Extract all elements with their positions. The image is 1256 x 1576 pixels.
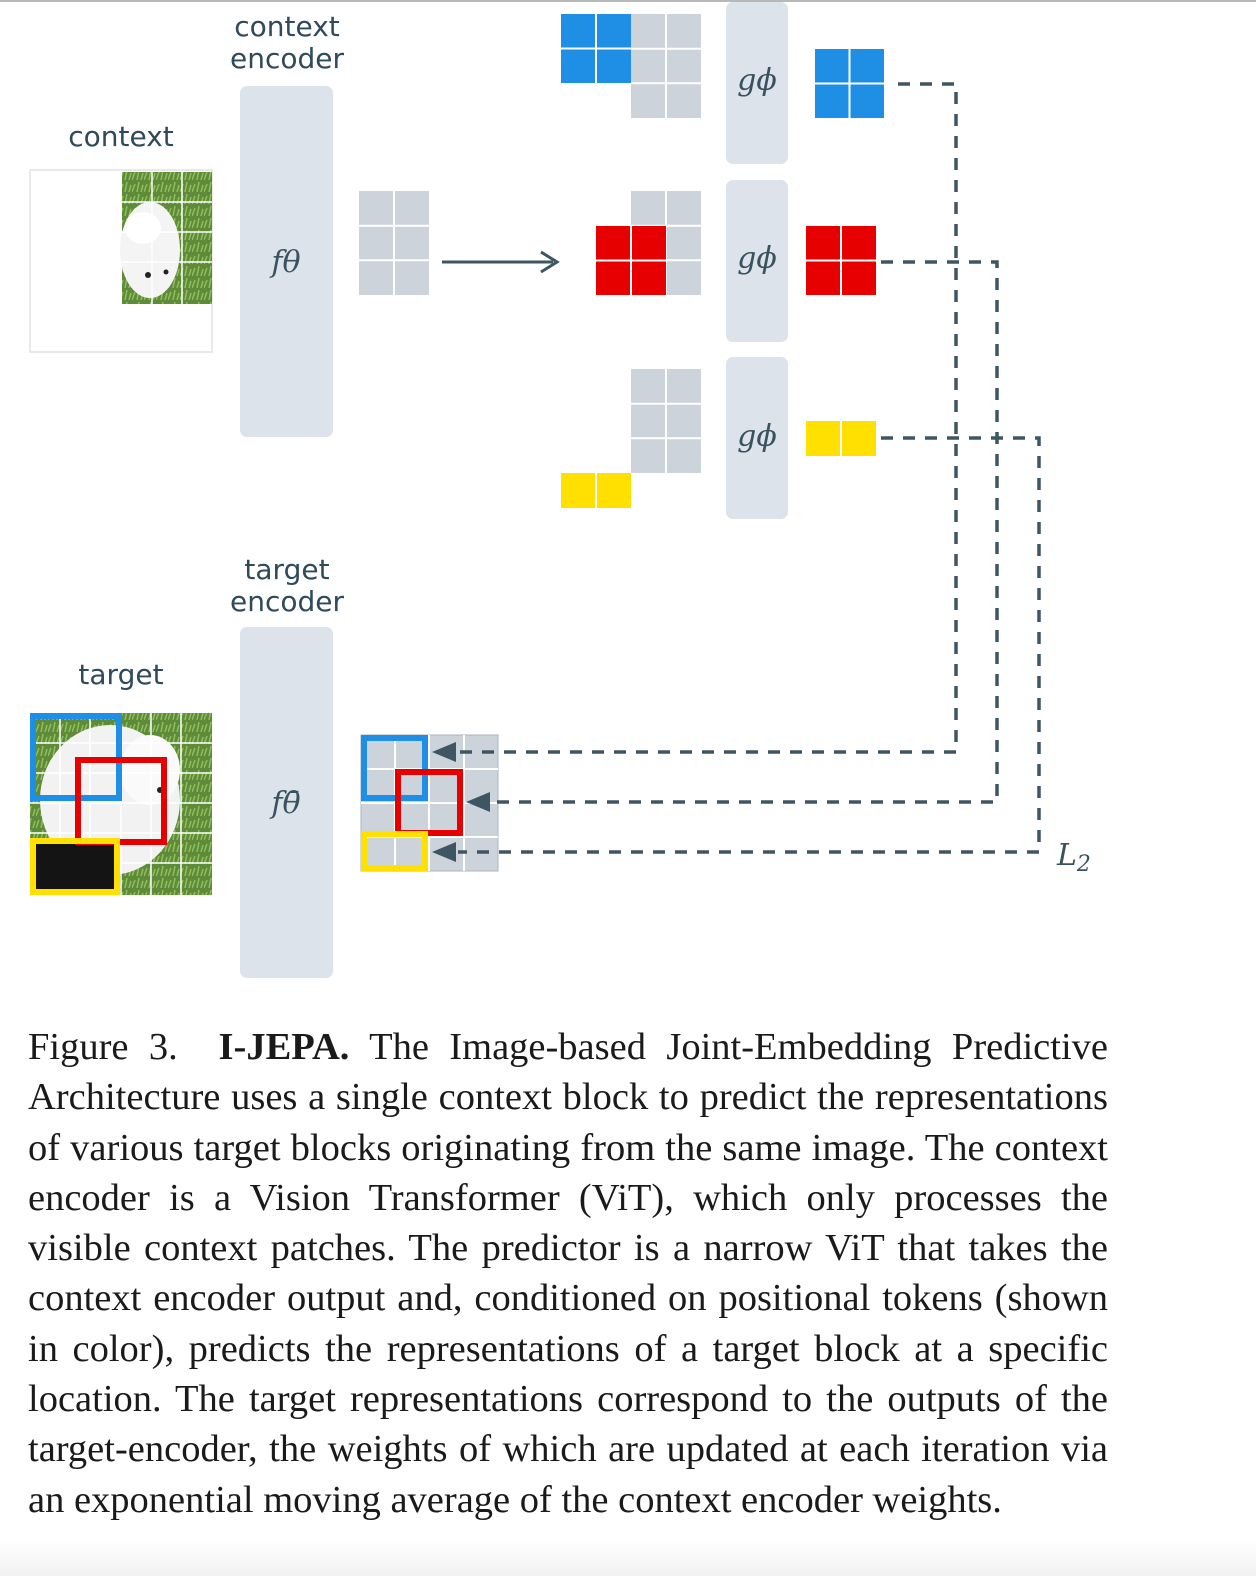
predictor-box-2 <box>726 180 788 342</box>
context-representation <box>359 191 429 295</box>
bottom-fade <box>0 1540 1256 1576</box>
predictor-box-1 <box>726 2 788 164</box>
loss-letter: L <box>1056 838 1077 873</box>
caption-title: I-JEPA. <box>218 1026 350 1068</box>
loss-lines <box>458 82 1041 854</box>
predictor-input-blue <box>561 14 701 118</box>
predictor-fn-3: gϕ <box>737 419 777 454</box>
arrow-to-predictor <box>442 250 560 274</box>
loss-label: L2 <box>1056 838 1091 877</box>
target-label: target <box>78 658 163 691</box>
target-encoder-label-line1: target <box>244 553 329 586</box>
target-encoder-label-line2: encoder <box>230 585 344 618</box>
prediction-yellow <box>806 421 876 456</box>
figure-caption: Figure 3. I-JEPA. The Image-based Joint-… <box>28 1022 1108 1525</box>
target-encoder-box <box>240 627 333 978</box>
ijepa-diagram: context encoder context target encoder t… <box>29 2 1091 978</box>
predictor-fn-1: gϕ <box>737 63 777 98</box>
context-encoder-label-line1: context <box>234 10 340 43</box>
target-encoder-fn: fθ̄ <box>269 786 300 821</box>
caption-figure-number: Figure 3. <box>28 1026 178 1068</box>
prediction-blue <box>815 49 884 118</box>
target-image <box>30 713 212 895</box>
target-block-red <box>75 757 167 845</box>
predictor-fn-2: gϕ <box>737 241 777 276</box>
predictor-box-3 <box>726 357 788 519</box>
target-block-yellow <box>30 838 120 895</box>
context-encoder-fn: fθ <box>269 245 300 280</box>
top-border <box>0 0 1256 2</box>
loss-arrowheads <box>432 742 490 862</box>
prediction-red <box>806 226 876 295</box>
predictor-input-yellow <box>561 369 701 508</box>
context-encoder-label-line2: encoder <box>230 42 344 75</box>
loss-subscript: 2 <box>1076 852 1091 877</box>
predictor-input-red <box>596 191 701 295</box>
target-representation <box>360 734 499 872</box>
context-label: context <box>68 120 174 153</box>
context-image <box>29 169 213 353</box>
context-encoder-box <box>240 86 333 437</box>
caption-text: The Image-based Joint-Embedding Predicti… <box>28 1026 1109 1521</box>
